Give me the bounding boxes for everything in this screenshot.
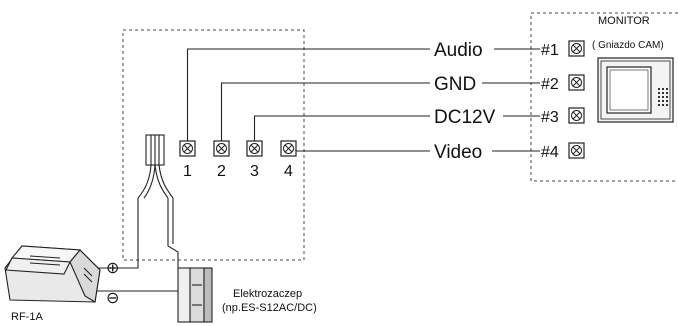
plus-symbol: ⊕ (106, 260, 119, 277)
monitor-port-label-2: #2 (541, 76, 559, 93)
signal-label-video: Video (434, 142, 482, 163)
terminal-number-1: 1 (183, 163, 192, 180)
lock-label-model: (np.ES-S12AC/DC) (222, 302, 317, 314)
wire-to-lock (167, 198, 179, 268)
monitor-port-label-3: #3 (541, 109, 559, 126)
wire-dc12v (253, 115, 430, 141)
terminal-number-4: 4 (284, 163, 293, 180)
signal-label-gnd: GND (434, 74, 476, 95)
monitor-title: MONITOR (598, 15, 650, 27)
monitor-subtitle: ( Gniazdo CAM) (592, 40, 664, 51)
lock-label-name: Elektrozaczep (233, 288, 302, 300)
signal-label-audio: Audio (434, 40, 483, 61)
wire-gnd (220, 82, 430, 141)
signal-label-dc12v: DC12V (434, 107, 496, 128)
camera-terminal-3 (246, 140, 263, 157)
monitor-terminal-3 (568, 107, 585, 124)
camera-terminal-1 (179, 140, 196, 157)
monitor-port-label-4: #4 (541, 144, 559, 161)
lock-connector (137, 134, 174, 199)
minus-symbol: ⊖ (106, 290, 119, 307)
wire-plus (97, 198, 139, 269)
terminal-number-2: 2 (217, 163, 226, 180)
monitor-terminal-1 (568, 40, 585, 57)
camera-terminal-4 (280, 140, 297, 157)
camera-terminal-2 (213, 140, 230, 157)
power-supply-icon (4, 245, 101, 303)
monitor-box (530, 12, 678, 182)
terminal-number-3: 3 (250, 163, 259, 180)
monitor-icon (597, 57, 674, 123)
wire-audio (186, 48, 430, 141)
monitor-terminal-4 (568, 142, 585, 159)
monitor-terminal-2 (568, 74, 585, 91)
camera-panel-box (122, 29, 305, 261)
monitor-port-label-1: #1 (541, 42, 559, 59)
power-supply-label: RF-1A (11, 311, 43, 323)
electric-lock-icon (177, 267, 213, 323)
